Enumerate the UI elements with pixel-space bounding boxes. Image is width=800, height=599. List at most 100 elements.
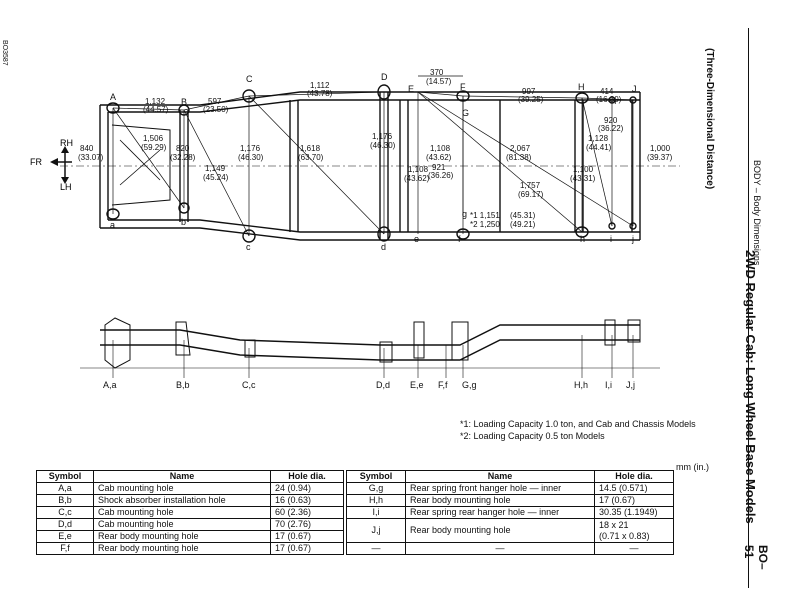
- svg-text:(45.31): (45.31): [510, 211, 536, 220]
- svg-text:840: 840: [80, 144, 94, 153]
- svg-text:(63.70): (63.70): [298, 153, 324, 162]
- point-b: b: [181, 217, 186, 227]
- svg-text:1,618: 1,618: [300, 144, 321, 153]
- dim-1108-ef: 1,108(43.62): [426, 144, 452, 162]
- point-I: I: [614, 96, 617, 106]
- col-name-2: Name: [405, 470, 595, 483]
- dim-1176-c: 1,176(46.30): [238, 144, 264, 162]
- col-hole-dia-2: Hole dia.: [594, 470, 674, 483]
- page-title: 2WD Regular Cab: Long Wheel Base Models: [743, 250, 758, 524]
- svg-text:(59.29): (59.29): [141, 143, 167, 152]
- frame-side-view: [100, 317, 641, 369]
- dimension-labels: 1,132(44.57) 597(23.50) 1,112(43.78) 370…: [78, 68, 673, 229]
- point-g: g: [462, 209, 467, 219]
- svg-text:1,128: 1,128: [588, 134, 609, 143]
- col-name: Name: [93, 470, 271, 483]
- fr-label: FR: [30, 157, 42, 167]
- unit-label: mm (in.): [676, 462, 709, 472]
- point-F: F: [460, 82, 466, 92]
- dim-2067: 2,067(81.38): [506, 144, 532, 162]
- svg-text:(49.21): (49.21): [510, 220, 536, 229]
- point-A: A: [110, 92, 116, 102]
- footnotes: *1: Loading Capacity 1.0 ton, and Cab an…: [460, 418, 696, 442]
- svg-text:(46.30): (46.30): [370, 141, 396, 150]
- point-B: B: [181, 97, 187, 107]
- point-j: j: [631, 234, 634, 244]
- svg-text:(43.62): (43.62): [426, 153, 452, 162]
- point-h: h: [580, 234, 585, 244]
- dim-1132: 1,132(44.57): [143, 97, 169, 114]
- col-hole-dia: Hole dia.: [270, 470, 344, 483]
- svg-text:(43.62): (43.62): [404, 174, 430, 183]
- point-D: D: [381, 72, 388, 82]
- side-reference-lines: [80, 335, 660, 378]
- dim-1108-d: 1,108(43.62): [404, 165, 430, 183]
- side-point-Jj: J,j: [626, 380, 635, 390]
- footnote-1: *1: Loading Capacity 1.0 ton, and Cab an…: [460, 419, 696, 429]
- svg-text:1,149: 1,149: [205, 164, 226, 173]
- svg-text:921: 921: [432, 163, 446, 172]
- table-row: D,d Cab mounting hole 70 (2.76) J,j Rear…: [36, 518, 674, 543]
- svg-text:1,132: 1,132: [145, 97, 166, 106]
- point-c: c: [246, 242, 251, 252]
- frame-diagram: RH FR LH A a B b C c D d E e F f G g H h…: [30, 68, 680, 390]
- side-point-Dd: D,d: [376, 380, 390, 390]
- dim-1618: 1,618(63.70): [298, 144, 324, 162]
- svg-text:1,112: 1,112: [310, 81, 330, 90]
- side-point-Ee: E,e: [410, 380, 424, 390]
- point-i: i: [610, 234, 612, 244]
- dim-820: 820(32.28): [170, 144, 196, 162]
- dim-1250: *2 1,250(49.21): [470, 220, 536, 229]
- svg-text:1,757: 1,757: [520, 181, 541, 190]
- table-row: A,a Cab mounting hole 24 (0.94) G,g Rear…: [36, 482, 674, 495]
- svg-text:820: 820: [176, 144, 190, 153]
- table-row: C,c Cab mounting hole 60 (2.36) I,i Rear…: [36, 506, 674, 519]
- svg-text:1,108: 1,108: [430, 144, 451, 153]
- dim-921: 921(36.26): [428, 163, 454, 180]
- dimension-lines: [112, 75, 634, 237]
- point-d: d: [381, 242, 386, 252]
- side-point-labels: A,a B,b C,c D,d E,e F,f G,g H,h I,i J,j: [103, 380, 635, 390]
- point-e: e: [414, 234, 419, 244]
- svg-text:997: 997: [522, 87, 536, 96]
- svg-text:(46.30): (46.30): [238, 153, 264, 162]
- dim-414: 414(16.30): [596, 87, 622, 104]
- svg-text:(44.57): (44.57): [143, 105, 169, 114]
- side-point-Ff: F,f: [438, 380, 448, 390]
- svg-text:370: 370: [430, 68, 444, 77]
- table-row: F,f Rear body mounting hole 17 (0.67) — …: [36, 542, 674, 555]
- col-symbol-2: Symbol: [346, 470, 406, 483]
- orientation-indicator: RH FR LH: [30, 138, 73, 192]
- svg-text:(16.30): (16.30): [596, 95, 622, 104]
- side-point-Bb: B,b: [176, 380, 190, 390]
- point-H: H: [578, 82, 585, 92]
- point-a: a: [110, 220, 115, 230]
- dim-997: 997(39.25): [518, 87, 544, 104]
- dim-1151: *1 1,151(45.31): [470, 211, 536, 220]
- svg-text:(45.24): (45.24): [203, 173, 229, 182]
- dim-1000: 1,000(39.37): [647, 144, 673, 162]
- svg-text:1,100: 1,100: [573, 165, 594, 174]
- svg-text:597: 597: [208, 97, 222, 106]
- svg-text:(39.37): (39.37): [647, 153, 673, 162]
- dim-370: 370(14.57): [426, 68, 452, 86]
- page-divider: [748, 28, 749, 588]
- dim-840: 840(33.07): [78, 144, 104, 162]
- side-point-Gg: G,g: [462, 380, 477, 390]
- svg-text:(36.22): (36.22): [598, 124, 624, 133]
- svg-text:1,000: 1,000: [650, 144, 671, 153]
- svg-text:1,176: 1,176: [240, 144, 261, 153]
- svg-text:1,176: 1,176: [372, 132, 393, 141]
- point-C: C: [246, 74, 253, 84]
- hole-diameter-table: Symbol Name Hole dia. Symbol Name Hole d…: [36, 470, 674, 555]
- side-point-Hh: H,h: [574, 380, 588, 390]
- side-point-Ii: I,i: [605, 380, 612, 390]
- point-J: J: [632, 84, 637, 94]
- svg-text:1,108: 1,108: [408, 165, 429, 174]
- point-labels: A a B b C c D d E e F f G g H h I i J j: [110, 72, 637, 252]
- svg-text:(39.25): (39.25): [518, 95, 544, 104]
- svg-text:(43.78): (43.78): [307, 89, 333, 98]
- dim-1112: 1,112(43.78): [307, 81, 333, 98]
- svg-text:920: 920: [604, 116, 618, 125]
- dim-1149: 1,149(45.24): [203, 164, 229, 182]
